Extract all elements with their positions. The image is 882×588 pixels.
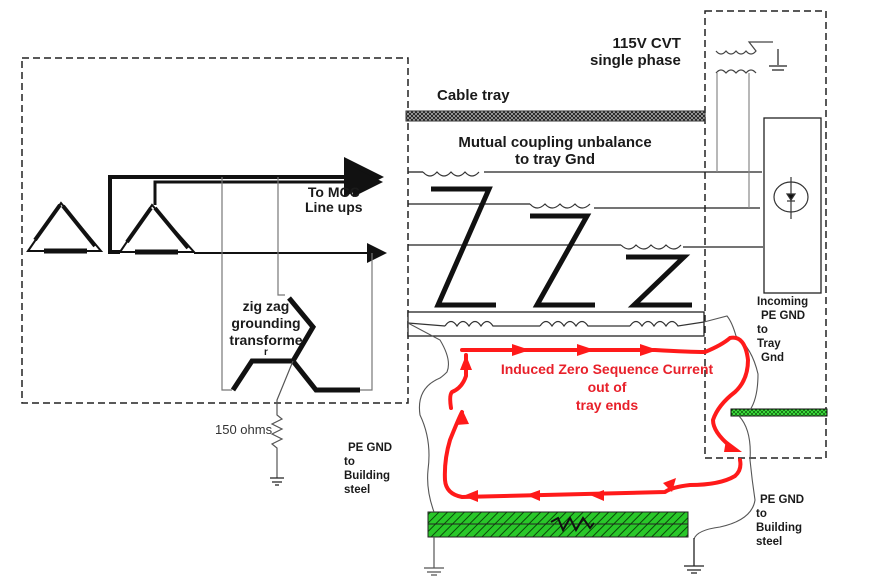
impedance-symbols xyxy=(431,186,692,308)
incoming-pe-label: Incoming PE GND to Tray Gnd xyxy=(757,295,808,365)
cvt-enclosure xyxy=(704,10,827,459)
monitor-box xyxy=(763,117,822,294)
steel-resistance-icon xyxy=(550,515,595,533)
incoming-pe-line-1: Incoming xyxy=(757,296,809,308)
current-arrowheads xyxy=(456,344,742,502)
switchgear-enclosure xyxy=(21,57,409,404)
incoming-pe-line-2: PE GND xyxy=(761,310,806,322)
induced-current-line-1: Induced Zero Sequence Current xyxy=(500,361,714,377)
induced-current-line-2: out of xyxy=(587,379,627,395)
zigzag-label: zig zag grounding transforme r xyxy=(223,298,309,358)
mutual-coupling-label: Mutual coupling unbalance to tray Gnd xyxy=(430,134,680,168)
zigzag-line-1: zig zag xyxy=(242,298,290,314)
to-mcc-label: To MCC Line ups xyxy=(305,184,363,216)
phase-conductors xyxy=(408,171,763,248)
pe-gnd-right-line-4: steel xyxy=(756,536,783,548)
diode-icon xyxy=(773,177,809,219)
incoming-pe-line-5: Gnd xyxy=(761,352,784,364)
pe-ground-bar xyxy=(730,408,828,417)
cable-tray-bar xyxy=(405,110,706,122)
induced-current-label: Induced Zero Sequence Current out of tra… xyxy=(482,360,732,414)
pe-gnd-left-line-2: to xyxy=(344,456,355,468)
tray-ground-coils xyxy=(407,320,705,328)
pe-gnd-left-line-1: PE GND xyxy=(348,442,393,454)
zigzag-taps xyxy=(221,177,373,391)
pe-ground-wires xyxy=(407,315,759,540)
induced-current-line-3: tray ends xyxy=(575,397,639,413)
induced-current-path xyxy=(442,335,750,499)
pe-gnd-right-line-2: to xyxy=(756,508,767,520)
neutral-resistor xyxy=(270,360,294,486)
mcc-feeders xyxy=(108,157,387,263)
cvt-transformer xyxy=(715,41,787,208)
pe-gnd-left-line-3: Building xyxy=(344,470,390,482)
pe-gnd-left-label: PE GND to Building steel xyxy=(344,441,392,497)
pe-gnd-right-line-1: PE GND xyxy=(760,494,805,506)
zigzag-line-3: transforme xyxy=(229,332,303,348)
mutual-coupling-line-1: Mutual coupling unbalance xyxy=(458,134,652,151)
zigzag-line-4: r xyxy=(264,347,268,358)
pe-gnd-right-label: PE GND to Building steel xyxy=(756,493,804,549)
mutual-coupling-line-2: to tray Gnd xyxy=(514,150,595,168)
ground-symbol-left xyxy=(424,537,444,576)
incoming-pe-line-4: Tray xyxy=(757,338,781,350)
ground-symbol-right xyxy=(684,538,704,574)
pe-gnd-left-line-4: steel xyxy=(344,484,371,496)
pe-gnd-right-line-3: Building xyxy=(756,522,802,534)
delta-transformer-1 xyxy=(26,201,104,254)
delta-transformer-2 xyxy=(118,203,197,255)
to-mcc-line-1: To MCC xyxy=(307,184,360,200)
zigzag-line-2: grounding xyxy=(231,315,301,331)
cvt-label-line-2: single phase xyxy=(590,51,681,69)
to-mcc-line-2: Line ups xyxy=(305,199,363,216)
coupling-coils xyxy=(422,171,682,250)
cable-tray-label: Cable tray xyxy=(437,87,510,104)
tray-ground-box xyxy=(407,311,705,337)
resistor-label: 150 ohms xyxy=(215,422,273,437)
incoming-pe-line-3: to xyxy=(757,324,768,336)
cvt-label-line-1: 115V CVT xyxy=(612,35,681,52)
cvt-label: 115V CVT single phase xyxy=(590,35,681,69)
